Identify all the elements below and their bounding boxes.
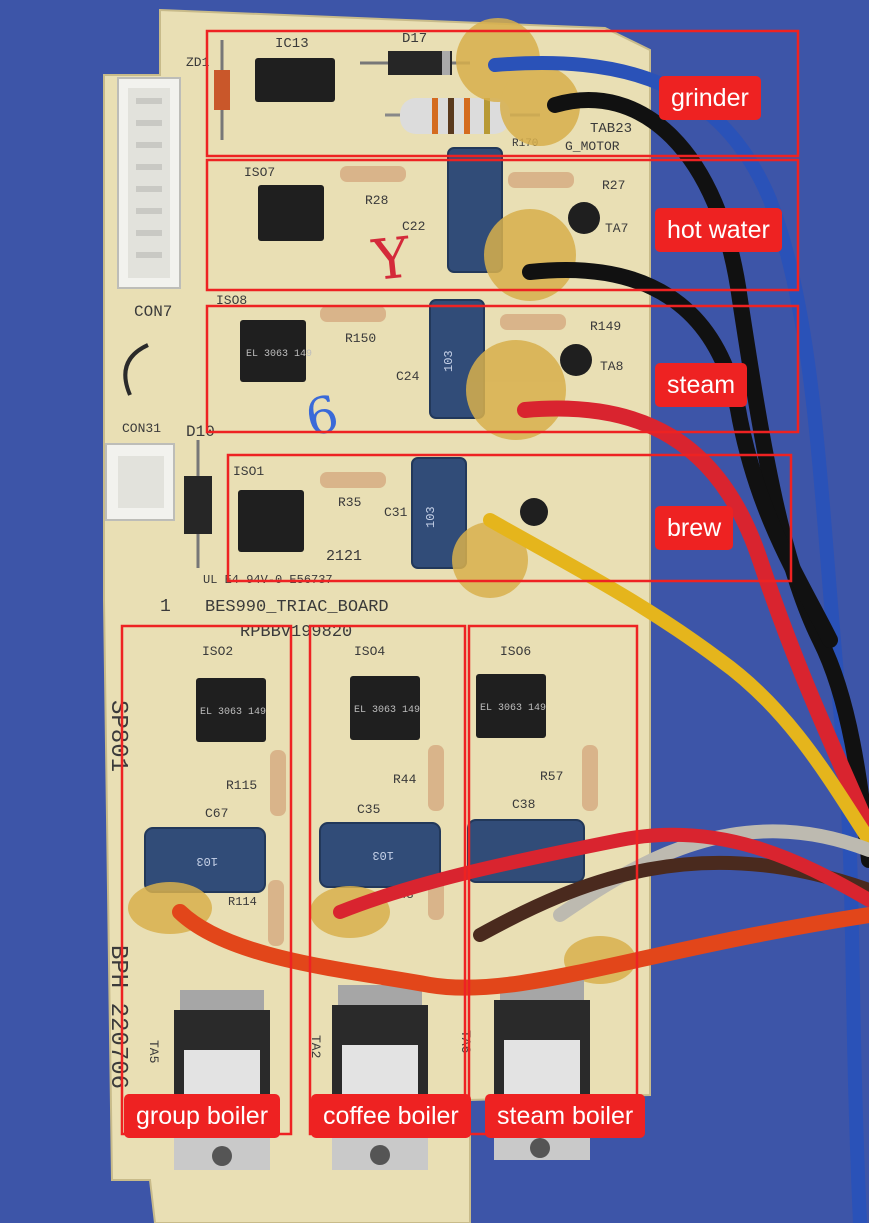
silkscreen-layer: ZD1 IC13 D17 R170 TAB23 G_MOTOR ISO7 R28…	[104, 31, 632, 1089]
ic13-chip	[255, 58, 335, 102]
silk-r150: R150	[345, 331, 376, 346]
silk-r115: R115	[226, 778, 257, 793]
label-steam: steam	[655, 363, 748, 407]
silk-ic13: IC13	[275, 36, 309, 52]
silk-board-name: BES990_TRIAC_BOARD	[205, 598, 389, 617]
connector-con7	[117, 77, 181, 289]
orange-wire	[172, 904, 869, 996]
silk-r149: R149	[590, 319, 621, 334]
iso8-chip	[240, 320, 306, 382]
c35-marking: 103	[372, 848, 394, 862]
capacitor-markings: 103 103 103 103	[196, 350, 456, 868]
ta8-triac	[560, 344, 592, 376]
silk-iso8: ISO8	[216, 293, 247, 308]
small-resistors	[268, 166, 598, 946]
grinder-box	[205, 29, 800, 158]
wires	[172, 56, 869, 1223]
c31-capacitor	[411, 457, 467, 569]
silk-c24: C24	[396, 369, 420, 384]
silk-ta5: TA5	[146, 1040, 161, 1063]
silk-batch: BPH 220706	[104, 945, 131, 1089]
c67-marking: 103	[196, 854, 218, 868]
brew-triac	[520, 498, 548, 526]
ta7-triac	[568, 202, 600, 234]
label-grinder: grinder	[659, 76, 761, 120]
silk-c31: C31	[384, 505, 408, 520]
silk-ta7: TA7	[605, 221, 628, 236]
silk-con7: CON7	[134, 303, 172, 321]
label-brew: brew	[655, 506, 734, 550]
diode-d10	[184, 440, 212, 568]
handwritten-stroke	[123, 343, 149, 396]
optocoupler-markings: EL 3063 149 EL 3063 149 EL 3063 149 EL 3…	[200, 349, 546, 718]
c31-marking: 103	[424, 506, 438, 528]
iso2-marking: EL 3063 149	[200, 707, 266, 718]
ic-chips	[196, 58, 546, 742]
brew-box	[226, 453, 793, 583]
silk-c67: C67	[205, 806, 228, 821]
steam-box	[205, 304, 800, 434]
silk-iso6: ISO6	[500, 644, 531, 659]
silk-iso2: ISO2	[202, 644, 233, 659]
silk-r27: R27	[602, 178, 625, 193]
silk-r114: R114	[228, 895, 257, 909]
silk-ta8: TA8	[600, 359, 623, 374]
silk-zd1: ZD1	[186, 55, 210, 70]
iso6-chip	[476, 674, 546, 738]
handwritten-y: Y	[369, 225, 415, 294]
large-triacs	[174, 980, 590, 1170]
iso4-marking: EL 3063 149	[354, 705, 420, 716]
silk-d17: D17	[402, 31, 427, 47]
label-hot-water: hot water	[655, 208, 782, 252]
silk-c38: C38	[512, 797, 535, 812]
silk-lot-code: 2121	[326, 548, 362, 565]
black-wire-grinder	[547, 92, 869, 868]
silk-tab23: TAB23	[590, 121, 632, 137]
small-triacs	[520, 202, 600, 526]
c24-marking: 103	[442, 350, 456, 372]
silk-r57: R57	[540, 769, 563, 784]
silk-c35: C35	[357, 802, 380, 817]
silk-part-number: RPBBV199820	[240, 623, 352, 642]
c67-capacitor	[144, 827, 266, 893]
silk-con31: CON31	[122, 421, 161, 436]
iso6-marking: EL 3063 149	[480, 703, 546, 714]
silk-model: SP801	[104, 700, 131, 772]
hot-water-box	[205, 158, 800, 292]
label-group-boiler: group boiler	[124, 1094, 281, 1138]
ta2-triac	[332, 985, 428, 1170]
silk-ta2: TA2	[308, 1035, 323, 1058]
c35-capacitor	[319, 822, 441, 888]
yellow-wire	[483, 513, 869, 847]
silk-iso4: ISO4	[354, 644, 385, 659]
silk-board-number: 1	[160, 597, 171, 617]
iso7-chip	[258, 185, 324, 241]
iso2-chip	[196, 678, 266, 742]
silk-r35: R35	[338, 495, 361, 510]
silk-r28: R28	[365, 193, 388, 208]
zener-zd1	[214, 40, 230, 140]
iso1-chip	[238, 490, 304, 552]
grey-wire	[553, 824, 869, 922]
iso8-marking: EL 3063 149	[246, 349, 312, 360]
silk-g-motor: G_MOTOR	[565, 139, 620, 154]
label-coffee-boiler: coffee boiler	[311, 1094, 471, 1138]
label-steam-boiler: steam boiler	[485, 1094, 646, 1138]
diode-d17	[360, 51, 470, 75]
silk-iso1: ISO1	[233, 464, 264, 479]
red-wire-steam	[517, 400, 869, 838]
silk-r44: R44	[393, 772, 417, 787]
silk-iso7: ISO7	[244, 165, 275, 180]
black-wire-hot-water	[522, 261, 838, 648]
ta5-triac	[174, 990, 270, 1170]
silk-c22: C22	[402, 219, 425, 234]
connector-con31	[105, 443, 175, 521]
red-wire-coffee	[333, 827, 869, 919]
iso4-chip	[350, 676, 420, 740]
